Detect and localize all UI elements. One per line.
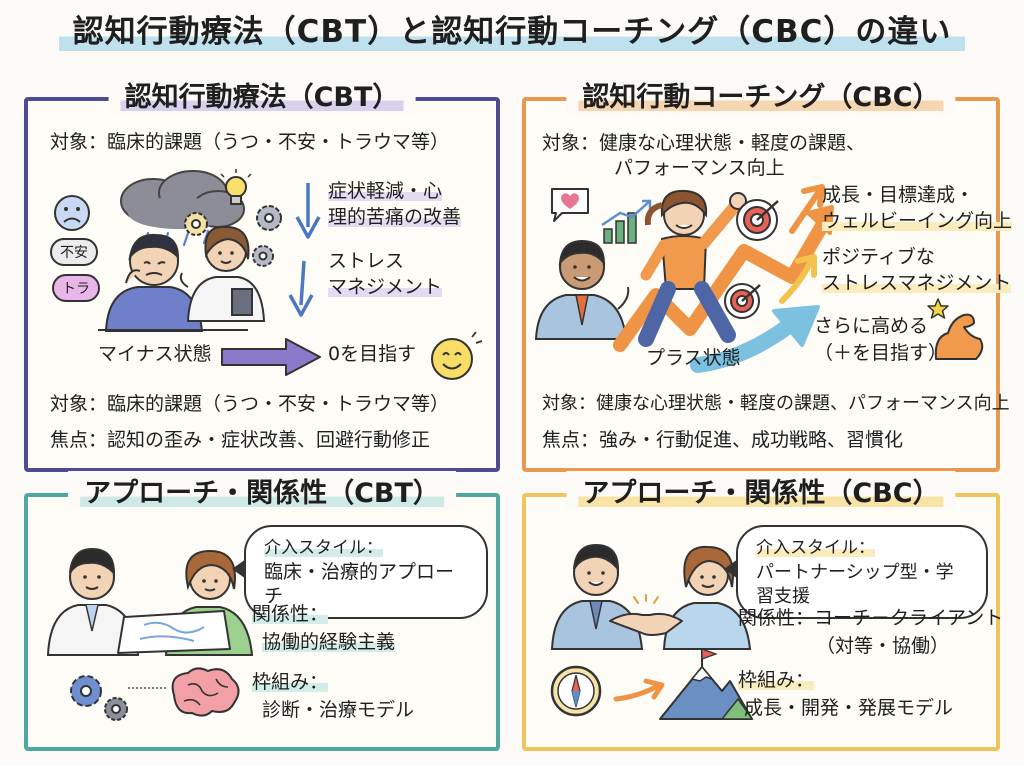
approach-cbc-relation-value: （対等・協働） [816, 634, 950, 657]
lightbulb-icon [220, 169, 252, 205]
cbt-goal-symptom-line1: 症状軽減・心 [328, 180, 443, 202]
gear-icon [184, 212, 208, 236]
cbc-focus: 焦点：強み・行動促進、成功戦略、習慣化 [542, 429, 904, 451]
client-illustration [662, 545, 752, 650]
cbc-raise: さらに高める （＋を目指す） [814, 313, 947, 366]
approach-cbc-relation-label: 関係性：コーチ－クライアント [738, 607, 1004, 629]
smiley-icon [431, 331, 483, 380]
target-icon [724, 283, 761, 319]
approach-cbt-heading: アプローチ・関係性（CBT） [80, 478, 444, 509]
approach-cbt-frame-label: 枠組み： [252, 671, 329, 693]
approach-cbt-relation-value: 協働的経験主義 [262, 630, 396, 653]
brain-icon [171, 667, 240, 717]
compass-icon [550, 665, 602, 717]
cbt-goal-stress-line1: ストレス [328, 250, 405, 272]
approach-cbt-relation: 関係性： 協働的経験主義 [252, 601, 396, 656]
bubble-tail [232, 559, 246, 579]
approach-cbc-frame: 枠組み： 成長・開発・発展モデル [738, 667, 953, 722]
approach-cbc-panel-title: アプローチ・関係性（CBC） [566, 471, 956, 510]
approach-cbc-frame-label: 枠組み： [738, 669, 815, 691]
cbt-goal-symptom-line2: 理的苦痛の改善 [328, 205, 462, 228]
approach-cbt-frame-value: 診断・治療モデル [262, 698, 415, 721]
sad-face-icon [54, 195, 90, 231]
cbt-goal-symptom: 症状軽減・心 理的苦痛の改善 [328, 179, 462, 230]
gear-icon [256, 205, 282, 231]
approach-cbt-frame: 枠組み： 診断・治療モデル [252, 669, 414, 724]
cbc-target-top: 対象：健康な心理状態・軽度の課題、 パフォーマンス向上 [542, 131, 865, 180]
title-area: 認知行動療法（CBT）と認知行動コーチング（CBC）の違い [0, 6, 1024, 55]
cbt-panel: 認知行動療法（CBT） 対象：臨床的課題（うつ・不安・トラウマ等） 不安 トラ [24, 75, 500, 472]
anxiety-bubble: 不安 [50, 238, 98, 266]
approach-cbt-style-value: 臨床・治療的アプローチ [264, 560, 455, 608]
cbc-goal-growth: 成長・目標達成・ ウェルビーイング向上 [822, 183, 1013, 234]
trauma-bubble: トラ [52, 274, 100, 302]
cbc-goal-stress-line2: ストレスマネジメント [822, 271, 1012, 294]
desk-line [98, 329, 248, 331]
up-arrow-icon [789, 184, 825, 234]
down-arrow-icon [288, 260, 314, 317]
cbc-goal-stress-line1: ポジティブな [822, 246, 935, 268]
cbc-target-bottom: 対象：健康な心理状態・軽度の課題、パフォーマンス向上 [542, 393, 1010, 414]
doctor-illustration [46, 547, 140, 656]
down-arrow-icon [295, 183, 321, 239]
target-icon [736, 199, 779, 241]
cbc-panel-title: 認知行動コーチング（CBC） [566, 75, 956, 114]
approach-cbc-style-label: 介入スタイル： [756, 538, 875, 558]
approach-cbt-panel: アプローチ・関係性（CBT） 介入スタイル： 臨床 [24, 471, 500, 751]
approach-cbc-heading: アプローチ・関係性（CBC） [578, 478, 944, 509]
right-arrow-icon [221, 338, 321, 376]
cbt-goal-stress: ストレス マネジメント [328, 249, 443, 300]
cbc-plus-state: プラス状態 [646, 347, 741, 369]
bar-chart-icon [601, 199, 652, 244]
flexed-arm-icon [934, 313, 984, 360]
approach-cbc-relation: 関係性：コーチ－クライアント （対等・協働） [738, 605, 1003, 660]
connector-dots [128, 687, 166, 689]
star-icon [927, 298, 949, 319]
cbc-goal-growth-line2: ウェルビーイング向上 [822, 209, 1013, 232]
cbc-goal-stress: ポジティブな ストレスマネジメント [822, 245, 1012, 296]
approach-cbc-panel: アプローチ・関係性（CBC） 介 [522, 471, 1003, 751]
page-title: 認知行動療法（CBT）と認知行動コーチング（CBC）の違い [58, 6, 966, 55]
cbc-raise-line1: さらに高める [814, 315, 929, 337]
approach-cbc-style-value: パートナーシップ型・学習支援 [756, 561, 954, 608]
anxiety-bubble-label: 不安 [60, 245, 88, 261]
cbc-heading: 認知行動コーチング（CBC） [578, 82, 944, 113]
handshake-icon [609, 594, 683, 636]
blue-rising-arrow-icon [690, 305, 820, 373]
approach-cbt-relation-label: 関係性： [252, 603, 329, 625]
gear-icon [70, 675, 102, 707]
cbt-target-top: 対象：臨床的課題（うつ・不安・トラウマ等） [50, 131, 450, 153]
cbt-target-bottom: 対象：臨床的課題（うつ・不安・トラウマ等） [50, 393, 450, 415]
right-arrow-icon [613, 678, 665, 702]
mountain-flag-icon [659, 648, 754, 720]
trauma-bubble-label: トラ [62, 281, 90, 297]
cbt-aim-zero: 0を目指す [328, 343, 417, 365]
up-arrow-icon [779, 254, 817, 304]
cbc-goal-growth-line1: 成長・目標達成・ [822, 184, 975, 206]
gear-icon [104, 697, 128, 721]
approach-cbt-panel-title: アプローチ・関係性（CBT） [68, 471, 456, 510]
cbt-heading: 認知行動療法（CBT） [120, 82, 404, 113]
gear-icon [252, 245, 274, 267]
energetic-woman-illustration [638, 189, 747, 347]
bubble-tail [724, 559, 738, 579]
heart-icon [551, 188, 589, 222]
cbt-panel-title: 認知行動療法（CBT） [108, 75, 416, 114]
therapist-illustration [179, 225, 266, 322]
cbc-panel: 認知行動コーチング（CBC） 対象：健康な心理状態・軽度の課題、 パフォーマンス… [522, 75, 1013, 472]
cbt-focus: 焦点：認知の歪み・症状改善、回避行動修正 [50, 429, 431, 451]
cbt-minus-state: マイナス状態 [98, 343, 212, 365]
worksheet-icon [117, 610, 231, 654]
cbc-target-top-line1: 対象：健康な心理状態・軽度の課題、 [542, 132, 866, 154]
cbc-target-top-line2: パフォーマンス向上 [614, 156, 785, 179]
cbc-raise-line2: （＋を目指す） [814, 341, 948, 364]
cbt-goal-stress-line2: マネジメント [328, 275, 443, 298]
approach-cbt-style-label: 介入スタイル： [264, 538, 383, 558]
businessman-illustration [534, 239, 630, 340]
approach-cbc-frame-value: 成長・開発・発展モデル [744, 696, 954, 719]
